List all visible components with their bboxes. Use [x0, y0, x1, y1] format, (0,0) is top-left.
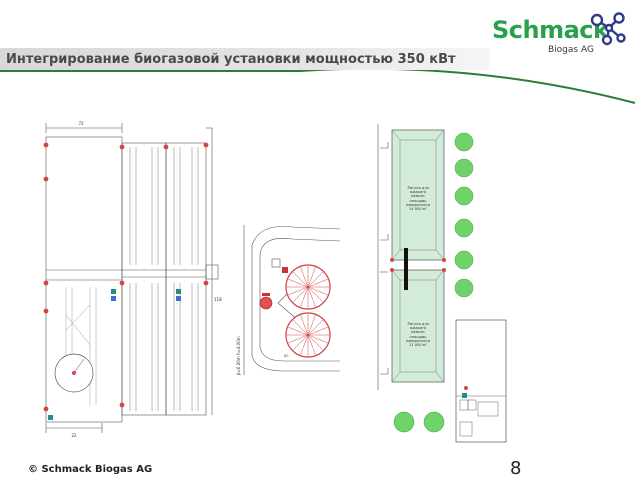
center-dim-vertical: β=6,00m h=4,00m — [236, 336, 241, 375]
tree-4 — [454, 218, 474, 238]
tree-7 — [393, 411, 415, 433]
site-plan-left: 72 22 118 — [43, 121, 222, 438]
dim-bottom-label: 22 — [71, 433, 77, 438]
dim-side-label: 118 — [214, 297, 222, 302]
logo-brand: Schmack — [492, 16, 609, 44]
building-right — [455, 319, 507, 443]
logo-molecule-icon — [590, 12, 626, 46]
dim-top-label: 72 — [78, 121, 84, 126]
tree-8 — [423, 411, 445, 433]
logo-sub: Biogas AG — [548, 45, 594, 55]
title-bar — [0, 48, 490, 70]
lagoon-bottom-label: Лагуна для жидкого навоза: площадь повер… — [405, 322, 431, 348]
tree-6 — [454, 278, 474, 298]
tree-1 — [454, 132, 474, 152]
lagoon-bottom — [391, 269, 445, 383]
lagoon-top — [391, 129, 445, 261]
page-title: Интегрирование биогазовой установки мощн… — [6, 52, 456, 67]
site-plan-right — [377, 124, 507, 443]
center-dim-label: 80 — [284, 354, 288, 358]
footer-copyright: © Schmack Biogas AG — [28, 464, 153, 475]
small-tank — [259, 296, 273, 310]
tree-2 — [454, 158, 474, 178]
site-plan-center: β=6,00m h=4,00m 80 — [236, 225, 341, 375]
tree-5 — [454, 250, 474, 270]
tree-3 — [454, 186, 474, 206]
page-number: 8 — [510, 458, 522, 479]
lagoon-top-label: Лагуна для жидкого навоза: площадь повер… — [405, 186, 431, 212]
